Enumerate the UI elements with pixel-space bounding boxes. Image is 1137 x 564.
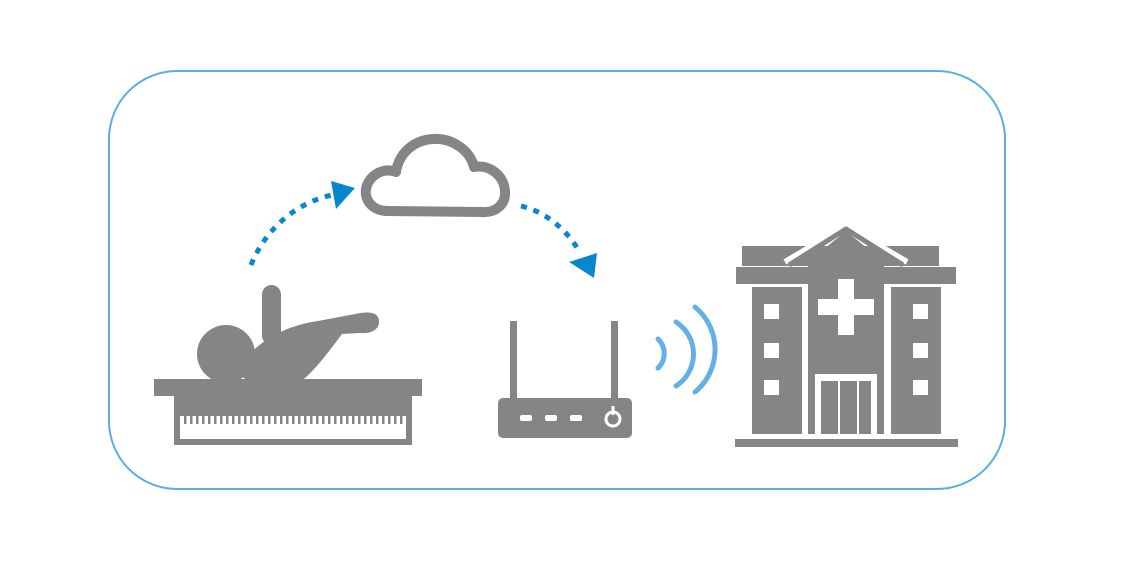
- arrow-cloud-to-router: [520, 203, 583, 255]
- wifi-router-icon: [498, 321, 632, 438]
- ruler-tick: [196, 416, 199, 424]
- ruler-tick: [298, 416, 301, 424]
- ruler-tick: [388, 416, 391, 424]
- ruler-tick: [346, 416, 349, 424]
- ruler-tick: [292, 416, 295, 424]
- ruler-tick: [184, 416, 187, 424]
- ruler-tick: [262, 416, 265, 424]
- arrow-infant-to-cloud-head: [331, 181, 355, 209]
- ruler-tick: [316, 416, 319, 424]
- ruler-tick: [376, 416, 379, 424]
- ruler-tick: [232, 416, 235, 424]
- diagram-frame: [108, 70, 1006, 490]
- ruler-tick: [382, 416, 385, 424]
- ruler-tick: [220, 416, 223, 424]
- ruler-tick: [310, 416, 313, 424]
- ruler-tick: [280, 416, 283, 424]
- ruler-tick: [334, 416, 337, 424]
- ruler-tick: [352, 416, 355, 424]
- ruler-tick: [202, 416, 205, 424]
- ruler-tick: [340, 416, 343, 424]
- ruler-tick: [364, 416, 367, 424]
- ruler-tick: [268, 416, 271, 424]
- ruler-tick: [322, 416, 325, 424]
- ruler-tick: [286, 416, 289, 424]
- ruler-tick: [370, 416, 373, 424]
- ruler-tick: [190, 416, 193, 424]
- ruler-tick: [328, 416, 331, 424]
- arrow-cloud-to-router-head: [569, 253, 597, 278]
- ruler-tick: [394, 416, 397, 424]
- ruler-tick: [304, 416, 307, 424]
- hospital-icon: [735, 223, 958, 447]
- cloud-icon: [360, 133, 510, 218]
- ruler-tick: [274, 416, 277, 424]
- ruler-tick: [250, 416, 253, 424]
- ruler-tick: [214, 416, 217, 424]
- ruler-tick: [256, 416, 259, 424]
- arrow-infant-to-cloud: [248, 192, 333, 266]
- ruler-tick: [400, 416, 403, 424]
- ruler-tick: [358, 416, 361, 424]
- ruler-tick: [238, 416, 241, 424]
- sensor-ruler-window: [180, 416, 406, 439]
- ruler-tick: [226, 416, 229, 424]
- sensor-ruler-ticks: [184, 416, 403, 424]
- wireless-signal-icon: [655, 304, 718, 395]
- ruler-tick: [208, 416, 211, 424]
- ruler-tick: [244, 416, 247, 424]
